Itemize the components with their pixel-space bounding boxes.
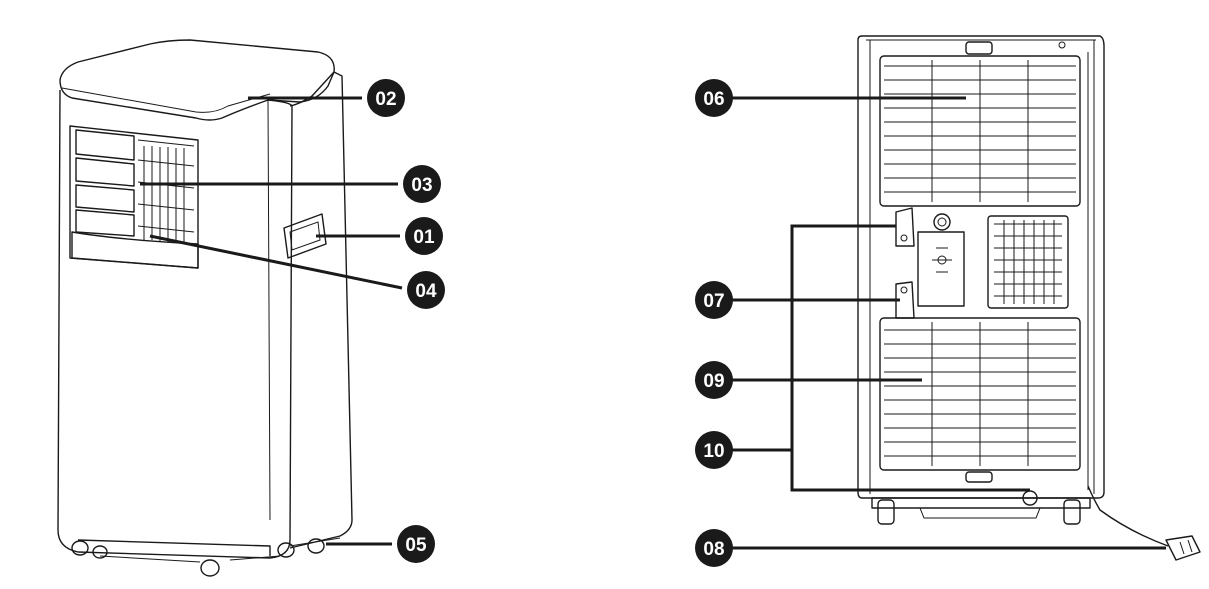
callout-10: 10 (695, 431, 733, 469)
leader-10 (732, 224, 1030, 492)
leader-04 (149, 234, 403, 290)
cord-hook-upper (895, 207, 915, 247)
callout-10-label: 10 (703, 441, 724, 462)
callout-08-label: 08 (703, 539, 724, 560)
front-view-unit (57, 39, 353, 577)
callout-03-label: 03 (411, 175, 432, 196)
front-louvers (69, 125, 199, 269)
front-panel (57, 89, 293, 559)
callout-02: 02 (367, 79, 405, 117)
rear-housing (857, 35, 1105, 499)
power-outlet-panel (917, 213, 965, 307)
callout-05-label: 05 (405, 535, 427, 556)
carry-handle (283, 213, 327, 259)
power-cord (1087, 485, 1169, 547)
callout-01-label: 01 (413, 227, 435, 248)
callout-09-label: 09 (703, 371, 724, 392)
callout-03: 03 (403, 165, 441, 203)
callout-06: 06 (695, 79, 733, 117)
lower-air-filter (879, 317, 1081, 471)
upper-air-filter (879, 55, 1081, 207)
callout-08: 08 (695, 529, 733, 567)
leader-lines (140, 96, 1166, 550)
callout-04: 04 (407, 271, 445, 309)
callout-05: 05 (397, 525, 435, 563)
callout-04-label: 04 (415, 281, 437, 302)
side-panel (289, 71, 353, 549)
power-plug (1165, 535, 1201, 561)
callout-badges: 01 02 03 04 05 06 07 08 (367, 79, 733, 567)
callout-02-label: 02 (375, 89, 396, 110)
callout-09: 09 (695, 361, 733, 399)
callout-07-label: 07 (703, 291, 724, 312)
callout-01: 01 (405, 217, 443, 255)
callout-06-label: 06 (703, 89, 724, 110)
front-casters (71, 537, 341, 577)
top-cover (59, 39, 335, 121)
rear-view-unit (857, 35, 1201, 561)
callout-07: 07 (695, 281, 733, 319)
exhaust-outlet (987, 215, 1069, 309)
rear-casters (871, 490, 1091, 525)
